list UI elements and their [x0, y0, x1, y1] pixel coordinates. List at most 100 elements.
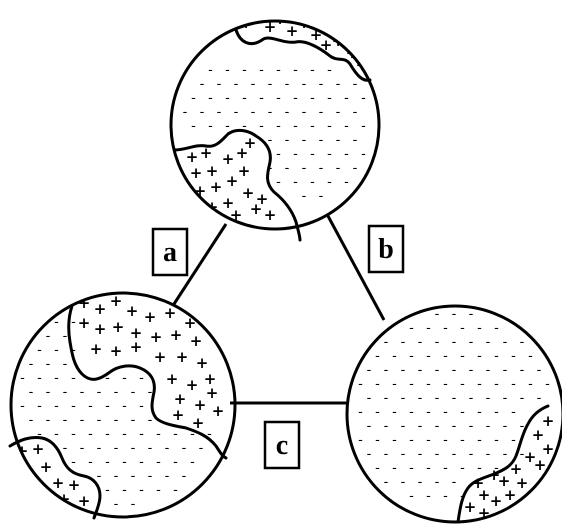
negative-charge-symbol: -	[97, 469, 102, 484]
negative-charge-symbol: -	[122, 427, 127, 442]
negative-charge-symbol: -	[114, 469, 119, 484]
negative-charge-symbol: -	[251, 77, 256, 92]
negative-charge-symbol: -	[276, 119, 281, 134]
negative-charge-symbol: -	[276, 175, 281, 190]
negative-charge-symbol: -	[139, 427, 144, 442]
positive-charge-symbol: +	[126, 302, 139, 320]
negative-charge-symbol: -	[105, 483, 110, 498]
sphere-right-charges: +++++++++++++++-------------------------…	[358, 307, 554, 522]
positive-charge-symbol: +	[190, 164, 203, 182]
positive-charge-symbol: +	[94, 320, 107, 338]
negative-charge-symbol: -	[54, 371, 59, 386]
negative-charge-symbol: -	[139, 455, 144, 470]
negative-charge-symbol: -	[367, 447, 372, 462]
negative-charge-symbol: -	[486, 419, 491, 434]
negative-charge-symbol: -	[511, 377, 516, 392]
negative-charge-symbol: -	[319, 133, 324, 148]
negative-charge-symbol: -	[242, 63, 247, 78]
negative-charge-symbol: -	[503, 419, 508, 434]
negative-charge-symbol: -	[392, 433, 397, 448]
negative-charge-symbol: -	[139, 483, 144, 498]
negative-charge-symbol: -	[418, 475, 423, 490]
negative-charge-symbol: -	[361, 147, 366, 162]
positive-charge-symbol: +	[256, 190, 269, 208]
negative-charge-symbol: -	[46, 357, 51, 372]
negative-charge-symbol: -	[336, 105, 341, 120]
negative-charge-symbol: -	[409, 321, 414, 336]
negative-charge-symbol: -	[105, 427, 110, 442]
negative-charge-symbol: -	[131, 497, 136, 512]
negative-charge-symbol: -	[327, 175, 332, 190]
negative-charge-symbol: -	[336, 161, 341, 176]
negative-charge-symbol: -	[182, 469, 187, 484]
positive-charge-symbol: +	[210, 178, 223, 196]
negative-charge-symbol: -	[528, 377, 533, 392]
negative-charge-symbol: -	[435, 419, 440, 434]
negative-charge-symbol: -	[344, 175, 349, 190]
label-c: c	[265, 422, 299, 468]
positive-charge-symbol: +	[176, 348, 189, 366]
negative-charge-symbol: -	[384, 475, 389, 490]
negative-charge-symbol: -	[302, 77, 307, 92]
negative-charge-symbol: -	[148, 469, 153, 484]
negative-charge-symbol: -	[384, 391, 389, 406]
positive-charge-symbol: +	[190, 332, 203, 350]
negative-charge-symbol: -	[503, 391, 508, 406]
negative-charge-symbol: -	[225, 63, 230, 78]
negative-charge-symbol: -	[54, 343, 59, 358]
negative-charge-symbol: -	[344, 147, 349, 162]
negative-charge-symbol: -	[477, 321, 482, 336]
label-a-text: a	[163, 237, 177, 268]
negative-charge-symbol: -	[54, 399, 59, 414]
negative-charge-symbol: -	[259, 119, 264, 134]
negative-charge-symbol: -	[443, 461, 448, 476]
sphere-left-charges: +++++++++++++++++++++++++++++++++++++---…	[16, 292, 225, 512]
negative-charge-symbol: -	[477, 349, 482, 364]
negative-charge-symbol: -	[293, 175, 298, 190]
positive-charge-symbol: +	[206, 384, 219, 402]
negative-charge-symbol: -	[199, 441, 204, 456]
negative-charge-symbol: -	[435, 475, 440, 490]
positive-charge-symbol: +	[112, 318, 125, 336]
sphere-left: +++++++++++++++++++++++++++++++++++++---…	[10, 292, 235, 518]
positive-charge-symbol: +	[464, 498, 477, 516]
negative-charge-symbol: -	[435, 363, 440, 378]
positive-charge-symbol: +	[186, 376, 199, 394]
negative-charge-symbol: -	[156, 455, 161, 470]
negative-charge-symbol: -	[80, 441, 85, 456]
negative-charge-symbol: -	[344, 91, 349, 106]
positive-charge-symbol: +	[154, 348, 167, 366]
negative-charge-symbol: -	[477, 433, 482, 448]
positive-charge-symbol: +	[212, 402, 225, 420]
negative-charge-symbol: -	[46, 329, 51, 344]
negative-charge-symbol: -	[358, 433, 363, 448]
negative-charge-symbol: -	[251, 105, 256, 120]
negative-charge-symbol: -	[520, 335, 525, 350]
negative-charge-symbol: -	[358, 377, 363, 392]
label-b: b	[369, 226, 403, 272]
label-b-text: b	[378, 234, 394, 265]
negative-charge-symbol: -	[401, 419, 406, 434]
positive-charge-symbol: +	[264, 206, 277, 224]
negative-charge-symbol: -	[114, 413, 119, 428]
negative-charge-symbol: -	[302, 105, 307, 120]
negative-charge-symbol: -	[443, 433, 448, 448]
negative-charge-symbol: -	[469, 307, 474, 322]
negative-charge-symbol: -	[293, 63, 298, 78]
negative-charge-symbol: -	[37, 371, 42, 386]
negative-charge-symbol: -	[409, 349, 414, 364]
negative-charge-symbol: -	[392, 461, 397, 476]
negative-charge-symbol: -	[375, 349, 380, 364]
negative-charge-symbol: -	[452, 475, 457, 490]
negative-charge-symbol: -	[310, 175, 315, 190]
negative-charge-symbol: -	[156, 483, 161, 498]
negative-charge-symbol: -	[302, 161, 307, 176]
negative-charge-symbol: -	[88, 427, 93, 442]
negative-charge-symbol: -	[63, 441, 68, 456]
negative-charge-symbol: -	[409, 461, 414, 476]
positive-charge-symbol: +	[194, 396, 207, 414]
negative-charge-symbol: -	[191, 119, 196, 134]
negative-charge-symbol: -	[139, 399, 144, 414]
negative-charge-symbol: -	[122, 371, 127, 386]
negative-charge-symbol: -	[20, 399, 25, 414]
